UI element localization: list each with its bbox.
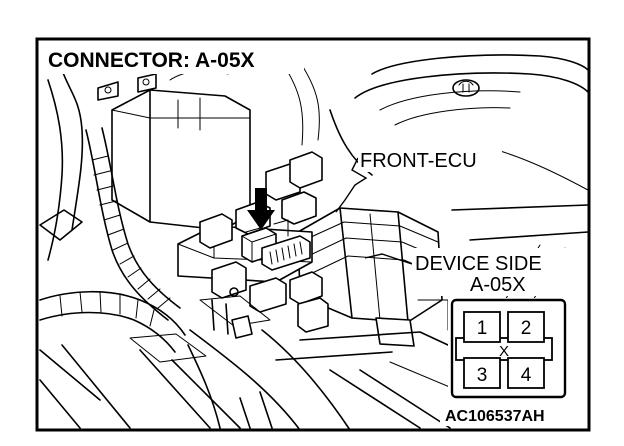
pin-3-label: 3 [477, 365, 488, 386]
connector-latch [455, 337, 553, 361]
diagram-title: CONNECTOR: A-05X [48, 49, 255, 72]
connector-pinout: 1 2 3 4 X [448, 298, 568, 400]
diagram-frame [35, 37, 591, 432]
pin-2-cell [507, 311, 545, 343]
pin-4-label: 4 [521, 365, 532, 386]
pin-1-label: 1 [477, 318, 488, 339]
pin-center-mark: X [499, 343, 509, 360]
pin-4-cell [507, 357, 545, 389]
engine-bay-illustration [39, 54, 589, 431]
device-side-label: DEVICE SIDE [415, 253, 542, 275]
pin-2-label: 2 [521, 318, 532, 339]
device-side-leader-line [364, 253, 413, 265]
figure-code: AC106537AH [445, 408, 545, 425]
front-ecu-label: FRONT-ECU [360, 150, 477, 172]
location-arrow-icon [247, 188, 275, 230]
pin-3-cell [463, 357, 501, 389]
device-side-connector-code: A-05X [470, 274, 526, 296]
pin-1-cell [463, 311, 501, 343]
reservoir-cap-icon [452, 79, 480, 97]
front-ecu-leader-line [335, 157, 368, 213]
